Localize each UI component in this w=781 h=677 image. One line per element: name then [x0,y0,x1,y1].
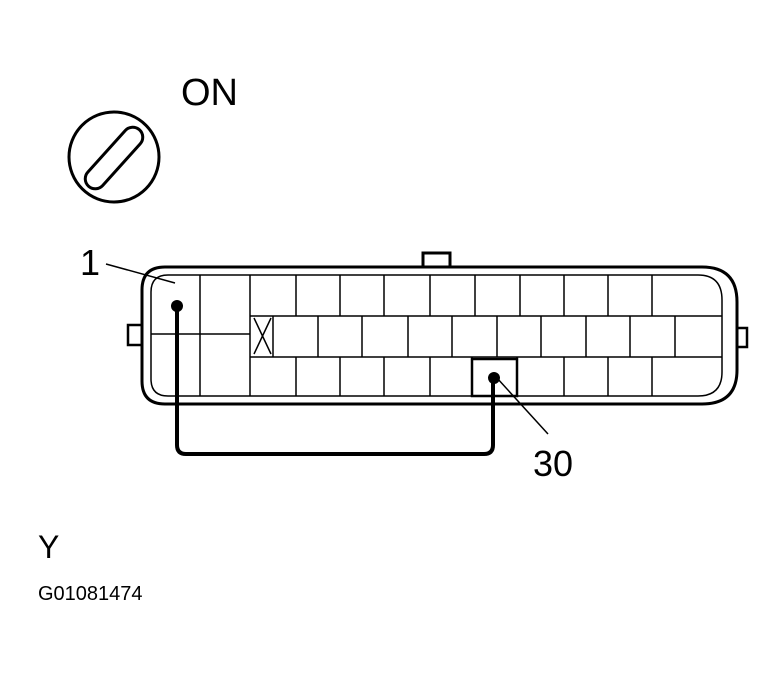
blocked-cavity-mark [253,317,272,355]
connector-label: Y [38,529,60,565]
pin-1-label: 1 [80,242,101,283]
figure-code: G01081474 [38,583,143,605]
ignition-position-label: ON [181,72,238,114]
pin-1-probe-dot [171,300,183,312]
pin-30-leader-line [496,377,549,435]
jumper-wire-icon [171,300,500,456]
pin-30-label: 30 [533,443,574,484]
pin-1-leader-line [105,263,176,284]
connector-housing [126,251,749,406]
pin-30-probe-dot [488,372,500,384]
ignition-key-icon [67,110,161,204]
connector-cavities [151,275,722,396]
